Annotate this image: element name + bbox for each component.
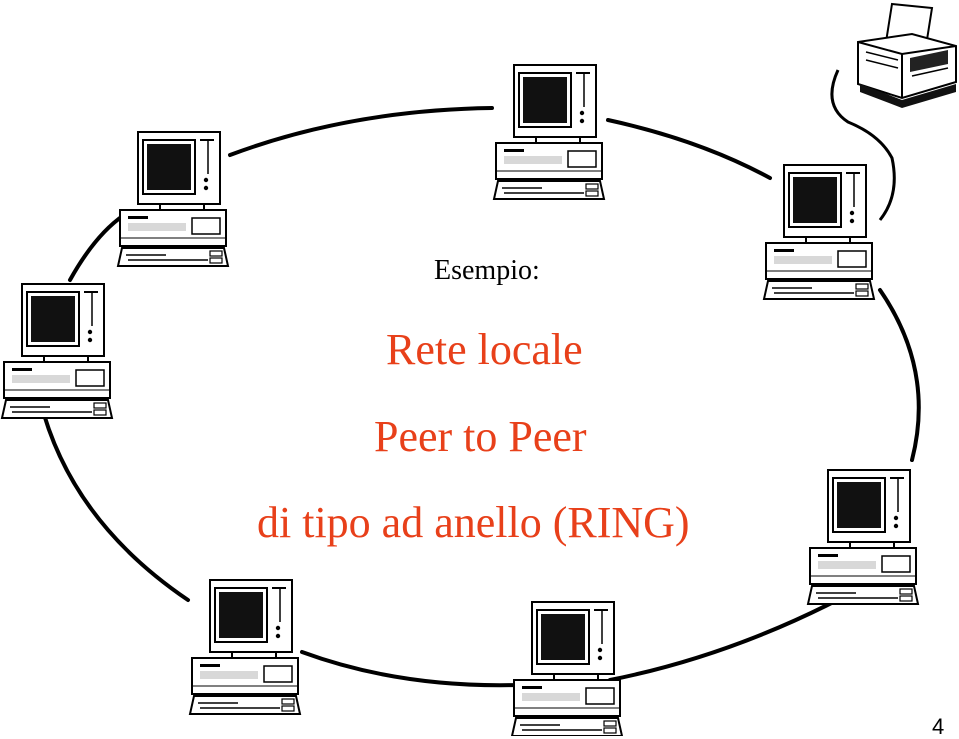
printer-icon: [857, 2, 957, 108]
page-number: 4: [932, 714, 945, 739]
slide-title-line-2: Peer to Peer: [374, 412, 587, 461]
desktop-computer-icon: [1, 283, 113, 419]
desktop-computer-icon: [763, 164, 875, 300]
desktop-computer-icon: [189, 579, 301, 715]
slide-title-line-3: di tipo ad anello (RING): [257, 498, 690, 547]
slide-subtitle: Esempio:: [434, 255, 540, 286]
printer-cable: [830, 69, 896, 221]
desktop-computer-icon: [511, 601, 623, 736]
desktop-computer-icon: [117, 131, 229, 267]
slide-title-line-1: Rete locale: [386, 325, 583, 374]
desktop-computer-icon: [493, 64, 605, 200]
desktop-computer-icon: [807, 469, 919, 605]
